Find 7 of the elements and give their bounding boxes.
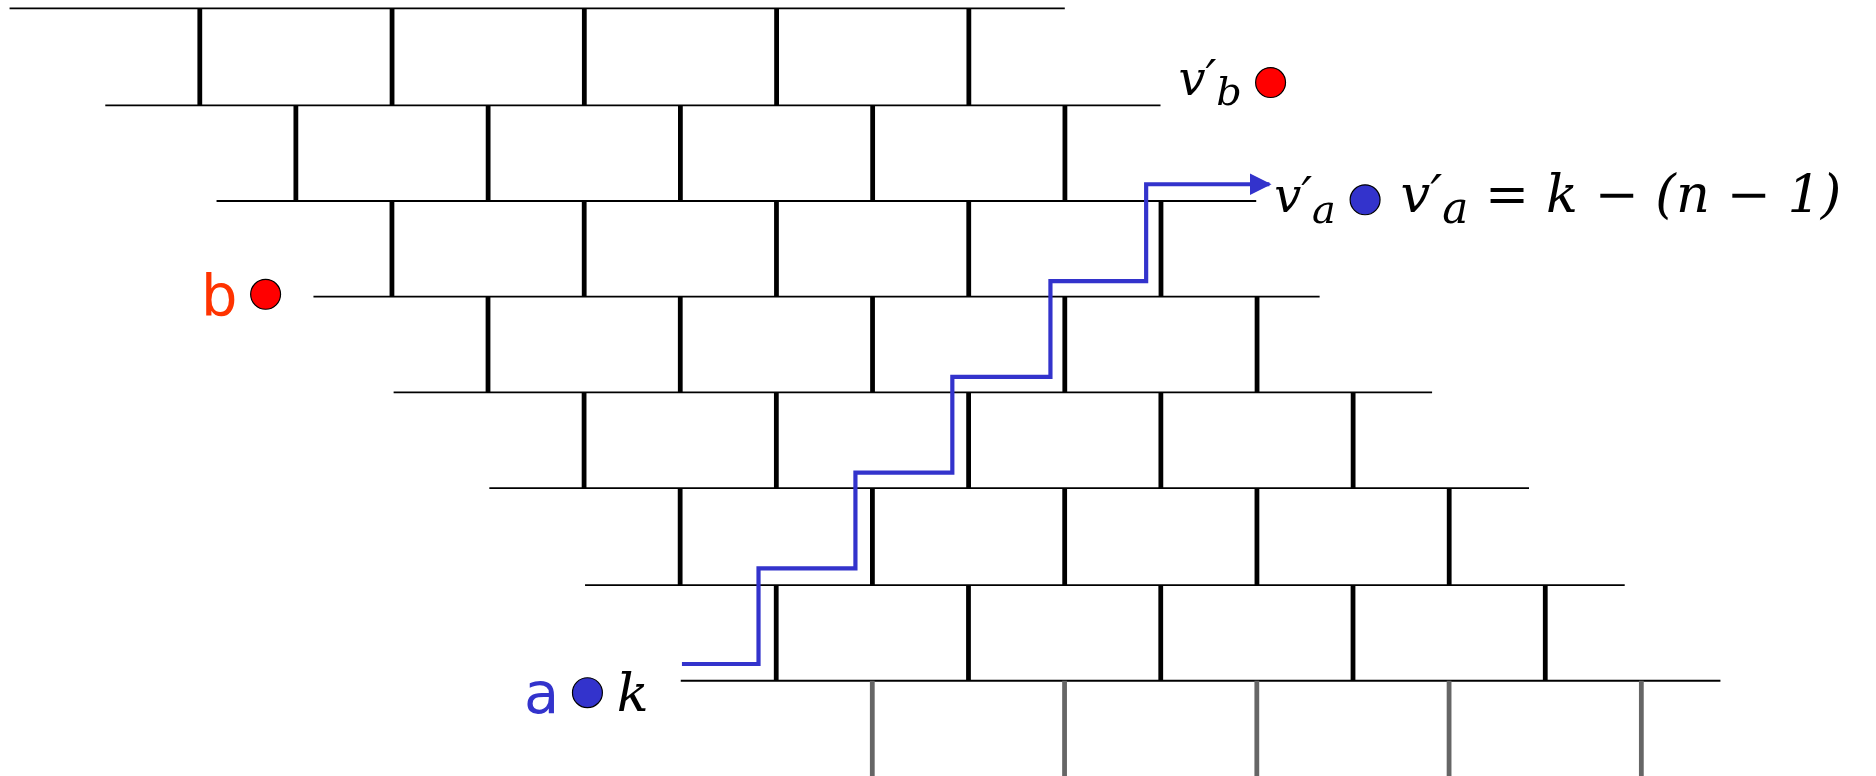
node-label: b — [201, 265, 238, 324]
node-label: v′$_{b}$ — [1178, 53, 1242, 112]
arrow — [681, 173, 1272, 667]
node-label: v′$_{a}$ — [1274, 170, 1336, 229]
node-label: k — [616, 666, 649, 720]
node-label: a — [524, 664, 560, 722]
formula: v′$_{a}$ = k − (n − 1) — [1400, 167, 1842, 232]
